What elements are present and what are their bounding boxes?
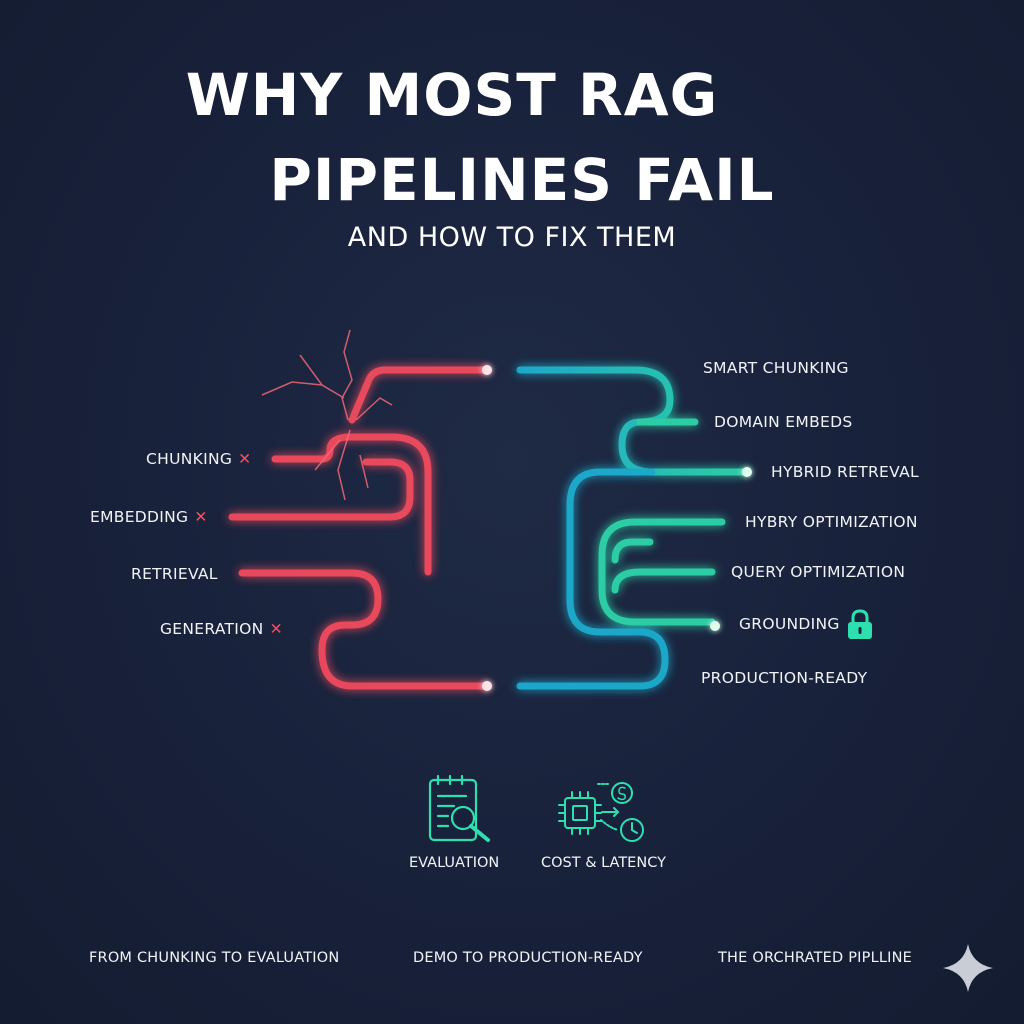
red-pipe-top [348,366,489,424]
page-subtitle: AND HOW TO FIX THEM [347,222,677,253]
red-pipe-embedding [228,458,414,521]
teal-pipe-inner [611,538,654,564]
failing-step-generation: GENERATION✕ [160,620,283,638]
footer-item-orchestrated-pipeline: THE ORCHRATED PIPLLINE [718,950,913,966]
sparkle-icon [943,944,993,992]
failing-step-chunking: CHUNKING✕ [146,450,252,468]
page-title-line2: PIPELINES FAIL [269,146,775,214]
document-search-icon [428,774,490,842]
fixed-pipes [516,366,749,690]
footer-item-chunking-to-evaluation: FROM CHUNKING TO EVALUATION [89,950,340,966]
teal-pipe-query [611,568,716,594]
failing-step-retrieval: RETRIEVAL [131,565,218,583]
teal-pipe-main [516,366,749,476]
fail-x-icon: ✕ [194,508,208,526]
fail-x-icon: ✕ [269,620,283,638]
fixed-step-domain-embeds: DOMAIN EMBEDS [714,413,853,431]
page-title-line1: WHY MOST RAG [185,61,719,129]
cost-latency-label: COST & LATENCY [541,855,666,871]
teal-endpoint-retrieval [742,467,752,477]
teal-endpoint-grounding [710,621,720,631]
red-endpoint-top [482,365,492,375]
fixed-step-query-optimization: QUERY OPTIMIZATION [731,563,906,581]
footer-item-demo-to-production: DEMO TO PRODUCTION-READY [413,950,643,966]
chip-cost-clock-icon [558,782,644,842]
lock-icon [848,609,872,639]
red-pipe-retrieval [238,569,489,690]
red-endpoint-bottom [482,681,492,691]
red-pipe-chunking [271,433,432,576]
teal-pipe-outer [516,468,669,690]
fail-x-icon: ✕ [238,450,252,468]
teal-pipe-opt [598,518,726,626]
fixed-step-hybrid-retrieval: HYBRID RETREVAL [771,463,919,481]
fixed-step-production-ready: PRODUCTION-READY [701,669,868,687]
failing-step-embedding: EMBEDDING✕ [90,508,208,526]
fixed-step-hybry-optimization: HYBRY OPTIMIZATION [745,513,918,531]
fixed-step-grounding: GROUNDING [739,615,840,633]
evaluation-label: EVALUATION [409,855,500,871]
crack-lines [261,329,393,501]
fixed-step-smart-chunking: SMART CHUNKING [703,359,849,377]
failing-pipes [228,366,489,690]
